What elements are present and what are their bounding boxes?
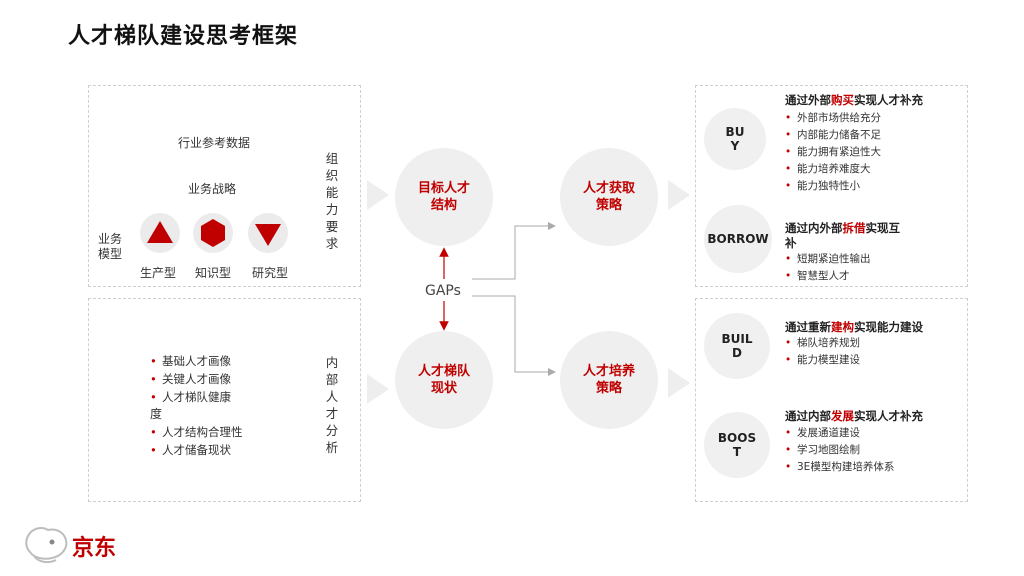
build-label: BUIL D: [721, 332, 753, 360]
borrow-heading: 通过内外部拆借实现互: [785, 220, 900, 236]
list-item: 关键人才画像: [150, 370, 231, 388]
business-strategy-label: 业务战略: [188, 182, 237, 196]
chevron-right-icon: [367, 180, 389, 210]
chevron-right-icon: [668, 368, 690, 398]
buy-heading: 通过外部购买实现人才补充: [785, 92, 923, 108]
target-structure-label: 目标人才 结构: [417, 181, 470, 213]
hexagon-icon: [201, 219, 225, 247]
acquire-strategy-label: 人才获取 策略: [582, 181, 635, 213]
list-item: 能力独特性小: [785, 178, 881, 195]
build-heading-pre: 通过重新: [785, 320, 831, 334]
gaps-label: GAPs: [425, 283, 461, 299]
type-label-knowledge: 知识型: [195, 266, 232, 280]
type-label-production: 生产型: [140, 266, 177, 280]
borrow-circle: BORROW: [704, 205, 772, 273]
list-item: 短期紧迫性输出: [785, 251, 871, 268]
buy-heading-pre: 通过外部: [785, 93, 831, 107]
page-title: 人才梯队建设思考框架: [68, 24, 299, 49]
acquire-methods-box: [695, 85, 968, 287]
build-heading-highlight: 建构: [831, 320, 854, 334]
org-capability-box: [88, 85, 361, 287]
list-item: 能力拥有紧迫性大: [785, 144, 881, 161]
chevron-right-icon: [668, 180, 690, 210]
boost-label: BOOS T: [717, 431, 757, 459]
list-item: 人才储备现状: [150, 441, 243, 459]
list-item: 能力培养难度大: [785, 161, 881, 178]
internal-analysis-list-2: 人才结构合理性 人才储备现状: [150, 423, 243, 459]
build-circle: BUIL D: [704, 313, 770, 379]
list-item: 人才梯队健康: [150, 388, 231, 406]
list-item: 学习地图绘制: [785, 442, 894, 459]
boost-heading-highlight: 发展: [831, 409, 854, 423]
develop-strategy-label: 人才培养 策略: [582, 364, 635, 396]
borrow-heading-line2: 补: [785, 236, 797, 250]
boost-heading-pre: 通过内部: [785, 409, 831, 423]
build-heading-post: 实现能力建设: [854, 320, 923, 334]
list-item: 发展通道建设: [785, 425, 894, 442]
type-label-research: 研究型: [252, 266, 289, 280]
boost-heading: 通过内部发展实现人才补充: [785, 408, 923, 424]
business-model-label: 业务模型: [98, 232, 123, 261]
list-item-wrap: 度: [150, 407, 163, 421]
develop-strategy-circle: 人才培养 策略: [560, 331, 658, 429]
buy-circle: BU Y: [704, 108, 766, 170]
borrow-heading-highlight: 拆借: [842, 221, 866, 235]
buy-heading-post: 实现人才补充: [854, 93, 923, 107]
list-item: 外部市场供给充分: [785, 110, 881, 127]
internal-analysis-box: [88, 298, 361, 502]
list-item: 3E模型构建培养体系: [785, 459, 894, 476]
list-item: 内部能力储备不足: [785, 127, 881, 144]
borrow-list: 短期紧迫性输出 智慧型人才: [785, 251, 871, 285]
develop-methods-box: [695, 298, 968, 502]
list-item: 梯队培养规划: [785, 335, 860, 352]
acquire-strategy-circle: 人才获取 策略: [560, 148, 658, 246]
buy-list: 外部市场供给充分 内部能力储备不足 能力拥有紧迫性大 能力培养难度大 能力独特性…: [785, 110, 881, 195]
list-item: 能力模型建设: [785, 352, 860, 369]
borrow-label: BORROW: [707, 232, 769, 246]
current-status-circle: 人才梯队 现状: [395, 331, 493, 429]
buy-heading-highlight: 购买: [831, 93, 854, 107]
internal-analysis-vertical-label: 内部人才分析: [325, 355, 339, 455]
chevron-right-icon: [367, 374, 389, 404]
triangle-up-icon: [147, 221, 173, 243]
internal-analysis-list: 基础人才画像 关键人才画像 人才梯队健康: [150, 352, 231, 406]
target-structure-circle: 目标人才 结构: [395, 148, 493, 246]
org-capability-vertical-label: 组织能力要求: [325, 151, 339, 251]
boost-circle: BOOS T: [704, 412, 770, 478]
borrow-heading-post: 实现互: [865, 221, 901, 235]
build-list: 梯队培养规划 能力模型建设: [785, 335, 860, 369]
list-item: 基础人才画像: [150, 352, 231, 370]
borrow-heading-pre: 通过内外部: [785, 221, 843, 235]
list-item: 人才结构合理性: [150, 423, 243, 441]
jd-logo-text: 京东: [72, 536, 117, 561]
boost-heading-post: 实现人才补充: [854, 409, 923, 423]
boost-list: 发展通道建设 学习地图绘制 3E模型构建培养体系: [785, 425, 894, 476]
buy-label: BU Y: [725, 125, 745, 153]
triangle-down-icon: [255, 224, 281, 246]
current-status-label: 人才梯队 现状: [417, 364, 470, 396]
jd-dog-logo-icon: [25, 527, 68, 564]
build-heading: 通过重新建构实现能力建设: [785, 319, 923, 335]
industry-data-label: 行业参考数据: [178, 136, 251, 150]
list-item: 智慧型人才: [785, 268, 871, 285]
